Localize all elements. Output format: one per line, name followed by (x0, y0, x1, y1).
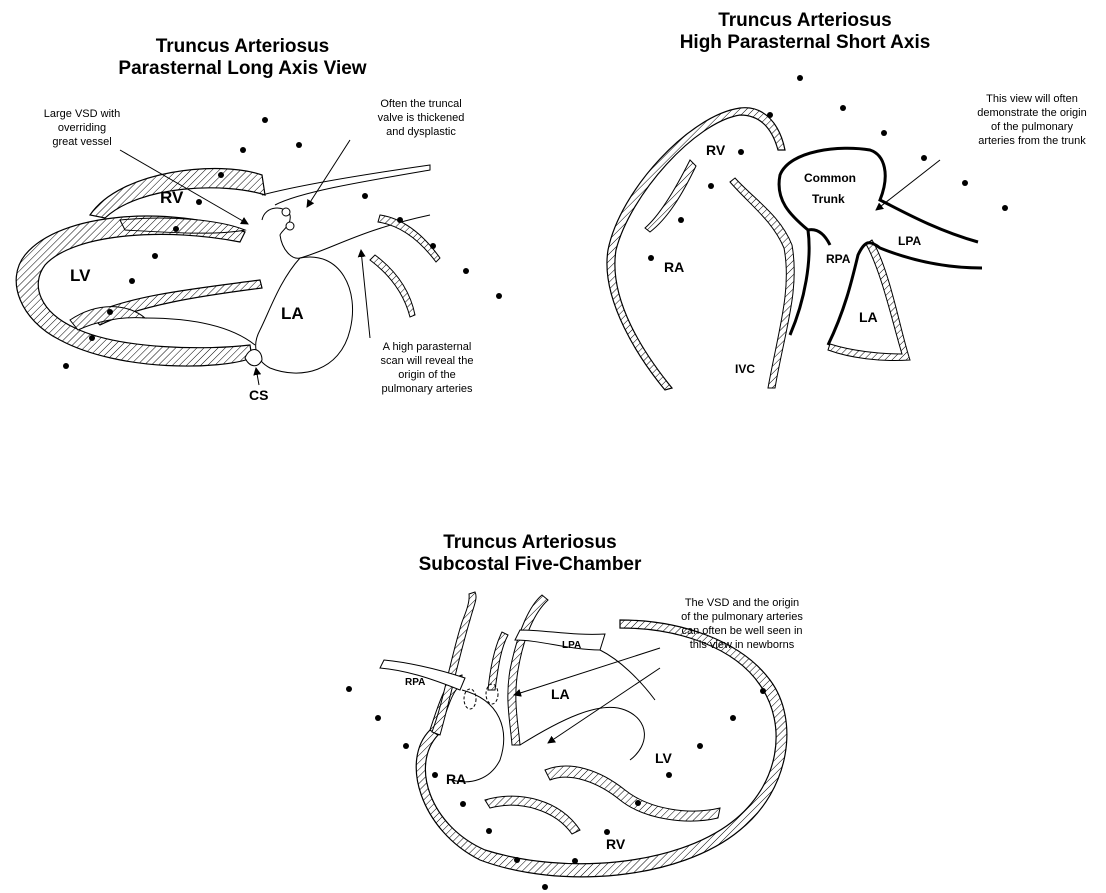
long-axis-title-line1: Truncus Arteriosus (155, 36, 330, 57)
cs-arrow (253, 367, 262, 386)
rpa-section-2 (485, 683, 499, 705)
valve-arrow (306, 139, 351, 208)
ra-outer-wall (606, 107, 786, 391)
label-lpa-sub: LPA (562, 640, 582, 651)
subcostal-note-line: can often be well seen in (681, 625, 803, 637)
common-trunk (777, 146, 979, 336)
rv-free-wall (89, 167, 266, 219)
vsd-note: Large VSD with overriding great vessel (22, 107, 142, 149)
subcostal-note-line: this view in newborns (689, 639, 795, 651)
pa-branch-1 (377, 214, 441, 263)
high-scan-note-line: A high parasternal (382, 341, 472, 353)
long-axis-heart (15, 117, 502, 386)
short-axis-title-line1: Truncus Arteriosus (718, 10, 892, 31)
septum (88, 279, 263, 326)
aorta-left (487, 631, 509, 691)
subcostal-note-line: of the pulmonary arteries (681, 611, 803, 623)
la-top (599, 649, 656, 701)
label-trunk: Trunk (812, 192, 845, 206)
high-scan-note-line: origin of the (398, 369, 456, 381)
origin-note-line: demonstrate the origin (977, 107, 1087, 119)
ra-outline (451, 689, 505, 783)
la-outline (519, 706, 645, 761)
high-scan-note-line: scan will reveal the (380, 355, 474, 367)
trunk-wall (507, 594, 549, 746)
rpa-section-1 (463, 688, 477, 710)
ra-inner-wall (644, 159, 697, 233)
label-la-short: LA (859, 309, 878, 325)
label-lpa-short: LPA (898, 234, 922, 248)
valve-note: Often the truncal valve is thickened and… (356, 97, 486, 139)
subcostal-dots (346, 686, 766, 890)
la-wall (827, 239, 911, 361)
subcostal-note-line: The VSD and the origin (684, 597, 800, 609)
label-ra-sub: RA (446, 771, 467, 787)
left-atrium (255, 256, 354, 374)
valve-note-line: Often the truncal (380, 98, 462, 110)
origin-note-line: This view will often (986, 93, 1078, 105)
short-axis-title: Truncus Arteriosus High Parasternal Shor… (650, 10, 960, 54)
label-la-long: LA (281, 304, 304, 323)
vsd-note-line: Large VSD with (43, 108, 121, 120)
lpa-vessel (514, 629, 606, 651)
valve-note-line: valve is thickened (377, 112, 465, 124)
label-rv-short: RV (706, 142, 726, 158)
vsd-note-line: great vessel (52, 136, 112, 148)
origin-note: This view will often demonstrate the ori… (958, 92, 1106, 148)
high-scan-note: A high parasternal scan will reveal the … (357, 340, 497, 396)
ra-septum (729, 177, 795, 389)
origin-note-line: arteries from the trunk (978, 135, 1086, 147)
label-la-sub: LA (551, 686, 570, 702)
origin-arrow (875, 159, 941, 211)
vsd-note-line: overriding (57, 122, 107, 134)
long-axis-dots (63, 117, 502, 369)
label-rv-sub: RV (606, 836, 626, 852)
coronary-sinus (244, 349, 263, 367)
label-rv-long: RV (160, 188, 184, 207)
label-ra-short: RA (664, 259, 685, 275)
mitral-valve (144, 317, 256, 346)
long-axis-title-line2: Parasternal Long Axis View (118, 58, 367, 79)
label-rpa-short: RPA (826, 252, 851, 266)
short-axis-heart (606, 75, 1008, 391)
subcostal-title-line2: Subcostal Five-Chamber (418, 554, 642, 575)
pa-branch-2 (369, 254, 416, 318)
rpa-line (807, 228, 832, 246)
subcostal-title: Truncus Arteriosus Subcostal Five-Chambe… (390, 532, 670, 576)
long-axis-title: Truncus Arteriosus Parasternal Long Axis… (90, 36, 395, 80)
vsd-arrow (119, 149, 249, 225)
label-ivc: IVC (735, 362, 756, 376)
subcostal-title-line1: Truncus Arteriosus (443, 532, 617, 553)
truncal-vessel (261, 164, 431, 206)
label-common: Common (804, 171, 856, 185)
high-scan-note-line: pulmonary arteries (381, 383, 473, 395)
subcostal-vsd-note: The VSD and the origin of the pulmonary … (658, 596, 826, 652)
outer-wall (415, 619, 788, 878)
short-axis-dots (648, 75, 1008, 261)
label-lv-long: LV (70, 266, 91, 285)
rv-band (484, 795, 581, 835)
label-lv-sub: LV (655, 750, 672, 766)
label-rpa-sub: RPA (405, 677, 426, 688)
septum (544, 765, 721, 822)
vsd-arrow-1 (513, 647, 661, 697)
rpa-vessel (379, 659, 466, 691)
label-cs: CS (249, 387, 269, 403)
origin-note-line: of the pulmonary (991, 121, 1073, 133)
vsd-arrow-2 (547, 667, 661, 744)
subcostal-heart (346, 591, 788, 890)
high-scan-arrow (357, 249, 371, 339)
trunk-lower (826, 241, 983, 346)
valve-note-line: and dysplastic (386, 126, 456, 138)
rv-septal-band (119, 217, 247, 234)
short-axis-title-line2: High Parasternal Short Axis (679, 32, 931, 53)
svc (431, 591, 477, 736)
